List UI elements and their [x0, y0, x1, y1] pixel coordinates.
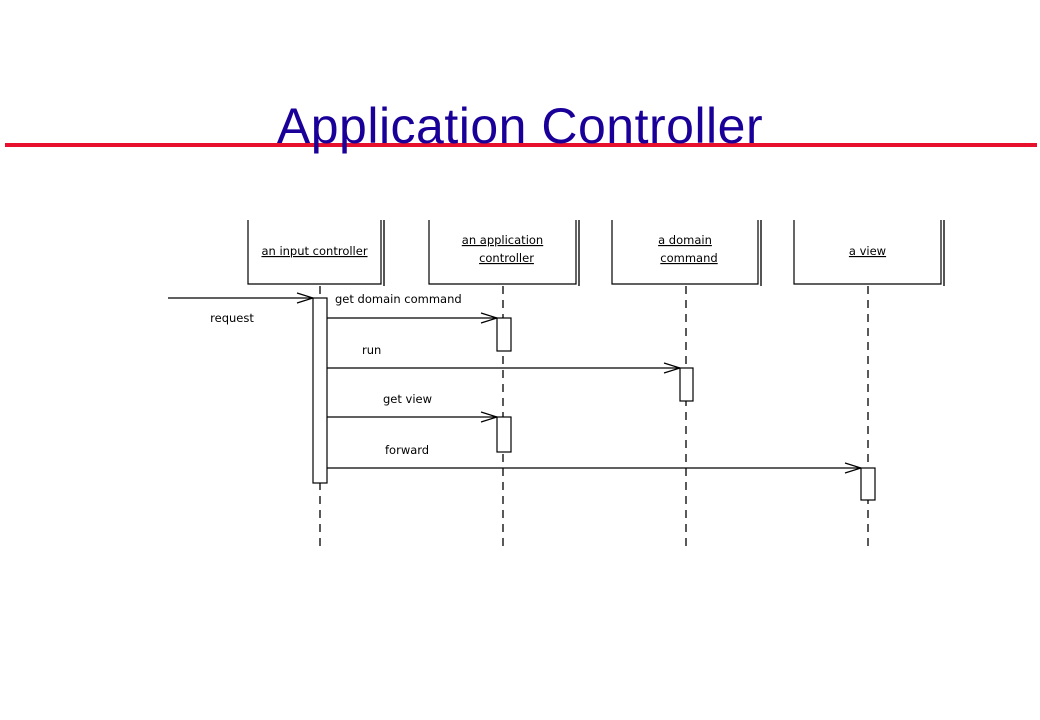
- activation-box-app-1: [496, 317, 512, 352]
- message-label-3: get view: [383, 392, 432, 406]
- participant-frame-cmd: [611, 220, 759, 285]
- message-arrowhead-4: [844, 462, 864, 474]
- participant-frame-app: [428, 220, 577, 285]
- slide-title: Application Controller: [276, 98, 764, 154]
- message-arrowhead-1: [480, 312, 500, 324]
- message-arrowhead-3: [480, 411, 500, 423]
- message-label-2: run: [362, 343, 381, 357]
- participant-label-cmd-0: a domain: [658, 233, 712, 247]
- message-arrowhead-0: [296, 292, 316, 304]
- message-label-0: request: [210, 311, 254, 325]
- messages: request get domain command run get view forw…: [168, 292, 864, 474]
- activation-box-app-3: [496, 416, 512, 453]
- participant-label-app-0: an application: [462, 233, 543, 247]
- participant-label-cmd-1: command: [660, 251, 717, 265]
- activations: [312, 297, 876, 501]
- participant-label-app-1: controller: [479, 251, 534, 265]
- participant-label-input-0: an input controller: [261, 244, 367, 258]
- participant-frame-view: [793, 220, 942, 285]
- activation-box-input-0: [312, 297, 328, 484]
- message-arrowhead-2: [663, 362, 683, 374]
- message-label-1: get domain command: [335, 292, 462, 306]
- activation-box-view-4: [860, 467, 876, 501]
- activation-box-cmd-2: [679, 367, 694, 402]
- participant-label-view-0: a view: [849, 244, 886, 258]
- title-underline-rule: [5, 143, 1037, 147]
- message-label-4: forward: [385, 443, 429, 457]
- participant-frame-input: [247, 220, 382, 285]
- title-area: Application Controller: [0, 96, 1040, 166]
- participant-frames: an input controller an application control…: [247, 220, 945, 286]
